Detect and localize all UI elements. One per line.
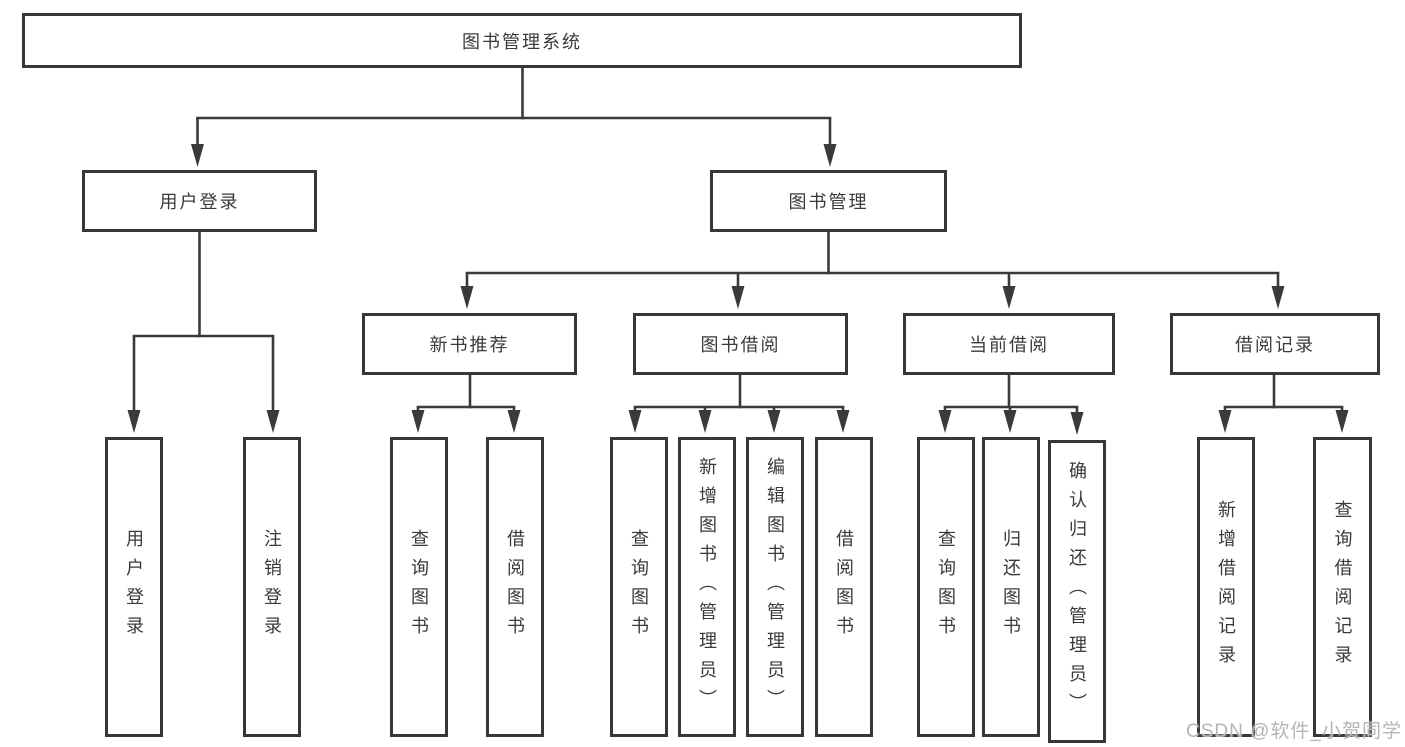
leaf-return-books: 归还图书 bbox=[982, 437, 1040, 737]
node-user-login: 用户登录 bbox=[82, 170, 317, 232]
node-root-library-system: 图书管理系统 bbox=[22, 13, 1022, 68]
node-label: 图书借阅 bbox=[700, 335, 781, 355]
node-label: 图书管理 bbox=[788, 192, 869, 212]
leaf-search-books-recommend: 查询图书 bbox=[390, 437, 448, 737]
node-book-management: 图书管理 bbox=[710, 170, 947, 232]
leaf-edit-books-admin: 编辑图书（管理员） bbox=[746, 437, 804, 737]
node-label: 新增图书（管理员） bbox=[697, 456, 717, 718]
node-label: 用户登录 bbox=[124, 529, 144, 645]
leaf-search-books-current: 查询图书 bbox=[917, 437, 975, 737]
leaf-add-books-admin: 新增图书（管理员） bbox=[678, 437, 736, 737]
leaf-add-borrow-record: 新增借阅记录 bbox=[1197, 437, 1255, 737]
node-label: 新书推荐 bbox=[429, 335, 510, 355]
csdn-watermark: CSDN @软件_小贺同学 bbox=[1186, 721, 1402, 742]
node-label: 用户登录 bbox=[159, 192, 240, 212]
leaf-search-books-borrowing: 查询图书 bbox=[610, 437, 668, 737]
node-label: 当前借阅 bbox=[969, 335, 1049, 355]
node-label: 归还图书 bbox=[1001, 529, 1021, 645]
node-label: 借阅图书 bbox=[505, 529, 525, 645]
node-label: 查询图书 bbox=[629, 529, 649, 645]
leaf-borrow-books-recommend: 借阅图书 bbox=[486, 437, 544, 737]
node-label: 查询借阅记录 bbox=[1332, 500, 1353, 674]
node-current-borrowing: 当前借阅 bbox=[903, 313, 1115, 375]
leaf-confirm-return-admin: 确认归还（管理员） bbox=[1048, 440, 1106, 743]
node-label: 确认归还（管理员） bbox=[1067, 461, 1087, 722]
node-label: 借阅图书 bbox=[834, 529, 854, 645]
node-label: 编辑图书（管理员） bbox=[765, 456, 785, 718]
node-label: 新增借阅记录 bbox=[1216, 500, 1236, 674]
node-label: 查询图书 bbox=[409, 529, 429, 645]
node-label: 借阅记录 bbox=[1235, 335, 1315, 355]
leaf-logout: 注销登录 bbox=[243, 437, 301, 737]
leaf-user-login: 用户登录 bbox=[105, 437, 163, 737]
node-label: 注销登录 bbox=[262, 529, 282, 645]
leaf-borrow-books: 借阅图书 bbox=[815, 437, 873, 737]
node-label: 查询图书 bbox=[936, 529, 956, 645]
node-book-borrowing: 图书借阅 bbox=[633, 313, 848, 375]
leaf-search-borrow-record: 查询借阅记录 bbox=[1313, 437, 1372, 737]
node-label: 图书管理系统 bbox=[462, 31, 582, 52]
node-borrowing-records: 借阅记录 bbox=[1170, 313, 1380, 375]
node-new-book-recommend: 新书推荐 bbox=[362, 313, 577, 375]
